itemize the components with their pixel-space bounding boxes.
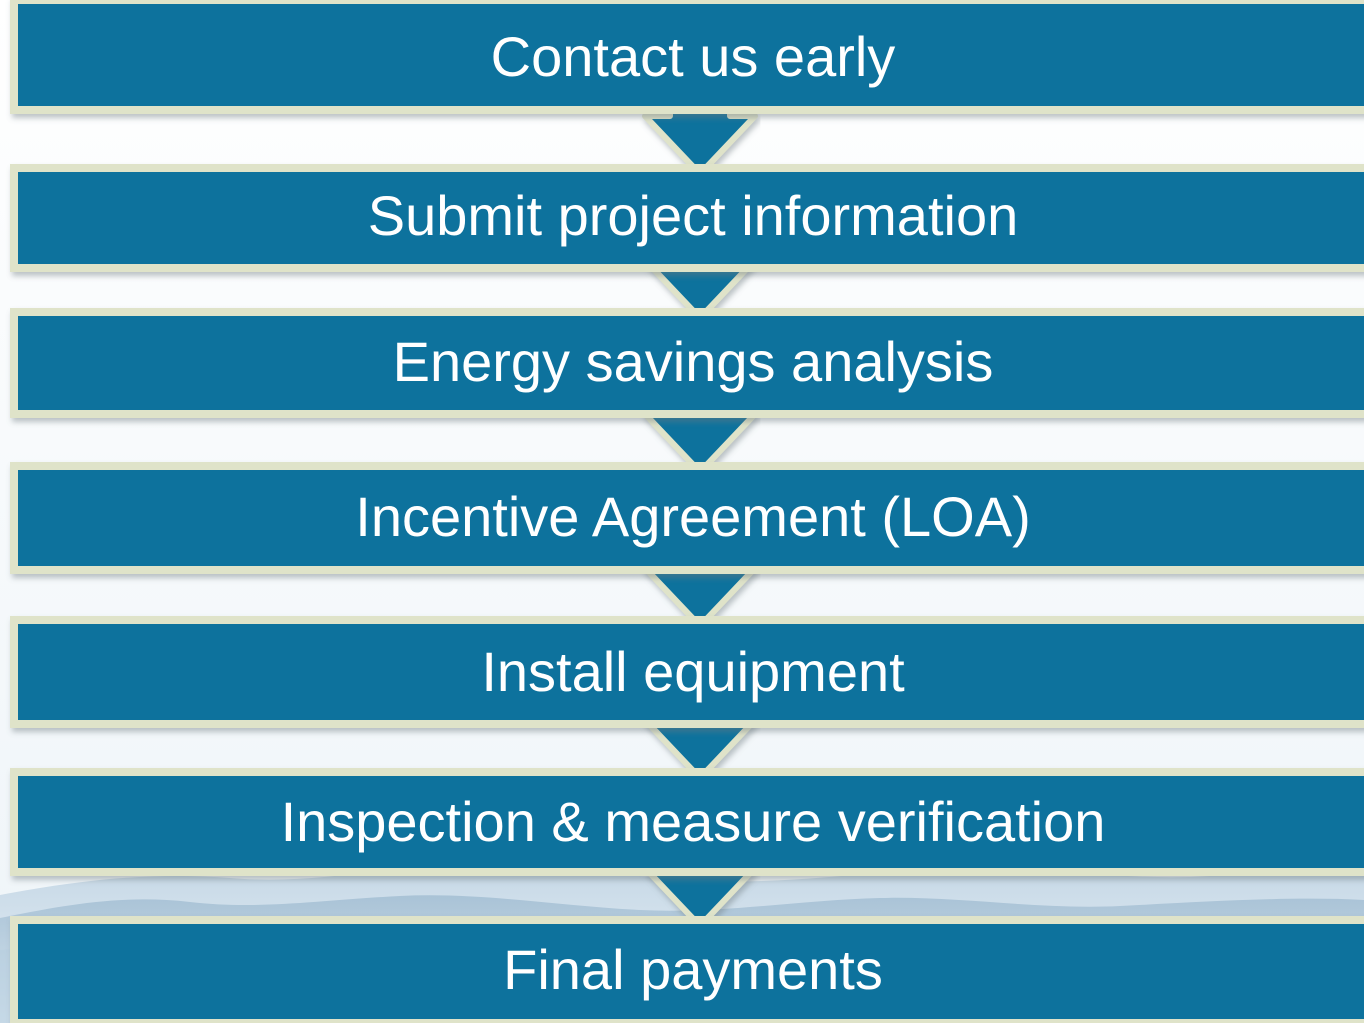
step-label: Contact us early <box>490 25 896 88</box>
step-label: Install equipment <box>481 640 905 703</box>
step-box <box>10 768 1364 876</box>
step-label: Submit project information <box>367 184 1019 247</box>
process-steps <box>10 0 1364 1023</box>
step-label: Energy savings analysis <box>392 330 994 393</box>
step-label: Inspection & measure verification <box>280 790 1106 853</box>
step-box <box>10 916 1364 1023</box>
step-label: Incentive Agreement (LOA) <box>355 485 1031 548</box>
step-box <box>10 616 1364 728</box>
step-box <box>10 462 1364 574</box>
step-label: Final payments <box>503 938 883 1001</box>
step-box <box>10 0 1364 114</box>
step-box <box>10 308 1364 418</box>
step-box <box>10 164 1364 272</box>
